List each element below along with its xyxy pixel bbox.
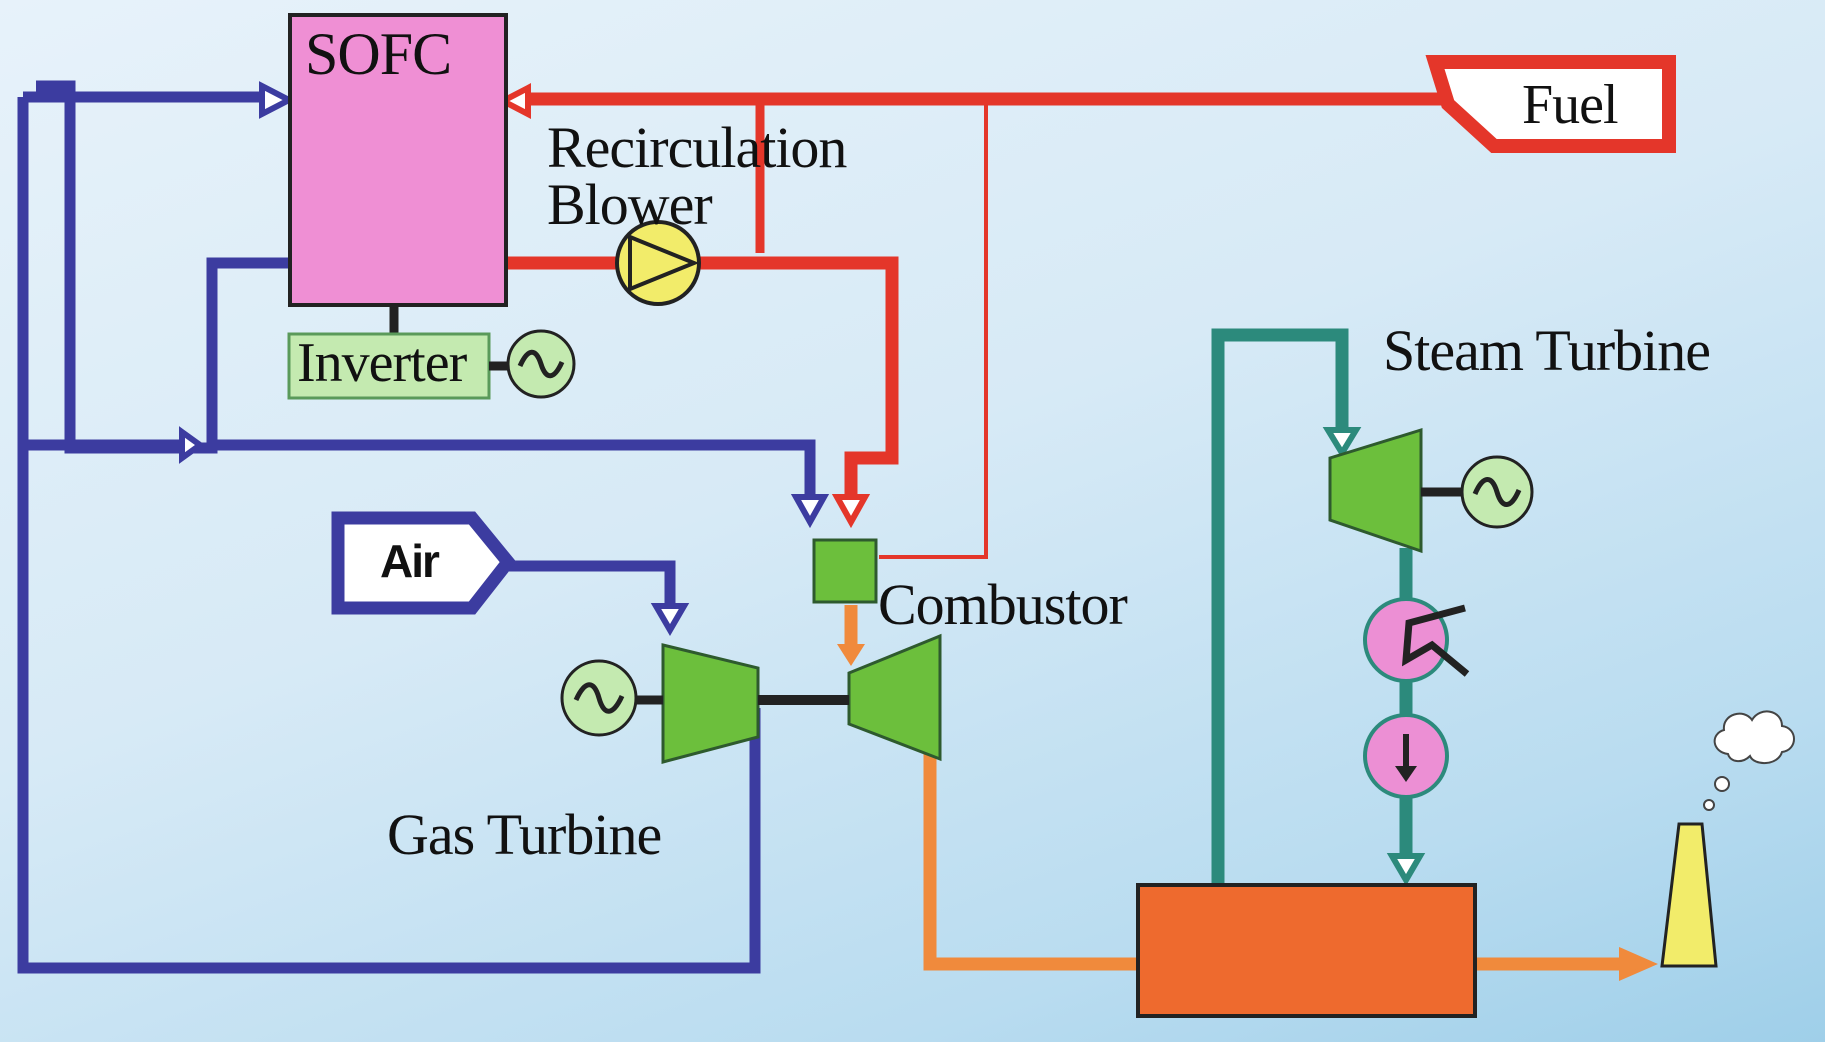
generator-icon-steam-turbine <box>1460 455 1534 529</box>
air-label: Air <box>380 535 440 587</box>
combustor-exhaust-arrowhead <box>837 644 865 666</box>
inverter-label: Inverter <box>297 332 467 394</box>
steam-turbine-label: Steam Turbine <box>1383 318 1711 383</box>
gas-turbine-label: Gas Turbine <box>387 802 662 867</box>
heat-recovery-steam-generator <box>1136 883 1477 1018</box>
fuel-label: Fuel <box>1522 74 1619 136</box>
condenser-icon <box>1363 597 1470 683</box>
air-inlet <box>331 511 517 615</box>
exhaust-lines <box>844 605 1621 971</box>
smoke-cloud-icon <box>1703 710 1795 811</box>
fuel-lines <box>500 92 1445 559</box>
exhaust-stack <box>1660 822 1718 968</box>
combustor-label: Combustor <box>878 572 1128 637</box>
combustor-box <box>812 538 878 604</box>
exhaust-arrowhead <box>1619 946 1658 982</box>
blower-icon <box>615 220 701 306</box>
recirculation-blower-label: Recirculation Blower <box>547 115 847 237</box>
pump-icon <box>1363 713 1449 799</box>
sofc-stack <box>288 13 508 307</box>
gas-turbine-expander <box>847 633 942 762</box>
fuel-inlet <box>1425 55 1676 153</box>
inverter-box <box>287 332 491 400</box>
generator-icon-gas-turbine <box>560 659 638 737</box>
sofc-label: SOFC <box>305 21 452 87</box>
air-lines <box>17 80 816 974</box>
gas-turbine-compressor <box>661 643 760 764</box>
steam-arrowheads <box>1322 427 1426 886</box>
steam-turbine <box>1328 427 1423 554</box>
generator-icon-inverter <box>506 329 576 399</box>
